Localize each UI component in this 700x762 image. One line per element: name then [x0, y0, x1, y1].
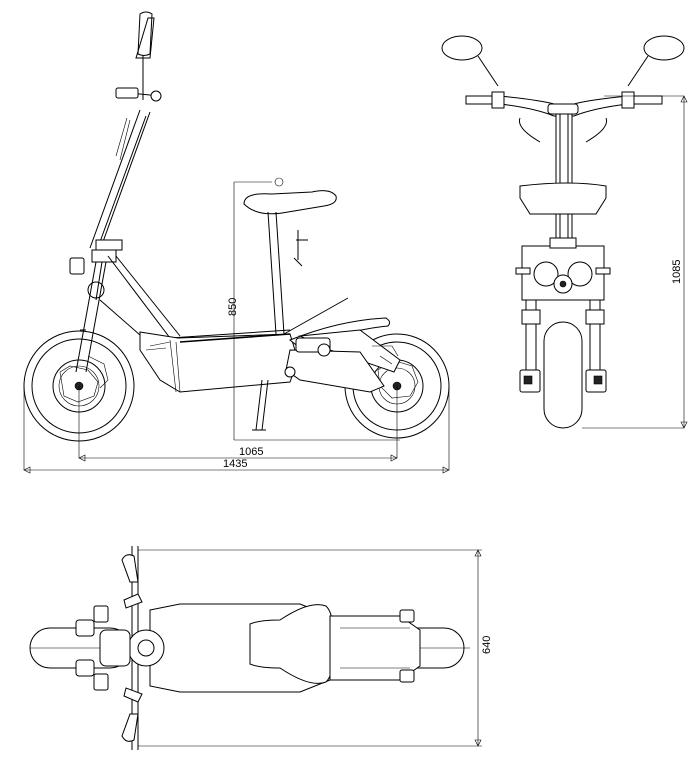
overall-length-label: 1435 — [223, 458, 247, 470]
steering-column — [69, 11, 162, 373]
side-view: 850 1065 1435 — [23, 11, 450, 474]
seat-height-label: 850 — [227, 298, 239, 316]
dimension-lines-side — [23, 181, 450, 474]
front-view-wheel — [543, 321, 583, 429]
top-view: 640 — [29, 546, 493, 750]
handlebar-width-label: 640 — [481, 636, 493, 654]
front-view: 1085 — [441, 35, 688, 429]
right-mirror — [643, 35, 685, 61]
rear-assembly — [283, 297, 401, 393]
overall-height-label: 1085 — [671, 260, 683, 284]
seat — [243, 177, 337, 335]
frame-body — [99, 255, 299, 393]
left-mirror — [441, 35, 483, 61]
wheelbase-label: 1065 — [239, 446, 263, 458]
kickstand — [252, 379, 269, 431]
